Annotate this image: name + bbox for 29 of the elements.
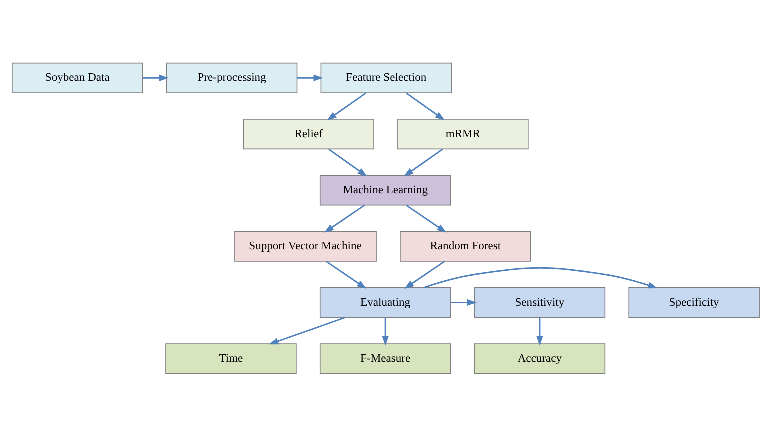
arrow [297, 74, 324, 82]
node-box: Machine Learning [320, 175, 452, 206]
node-box: Feature Selection [320, 62, 452, 94]
arrow [404, 260, 446, 290]
node-box: Evaluating [320, 287, 452, 318]
arrow [406, 204, 447, 233]
node-box: Pre-processing [166, 62, 298, 94]
arrow [328, 148, 368, 177]
node-box: Sensitivity [474, 287, 606, 318]
node-box: Accuracy [474, 344, 606, 374]
node-box: Time [166, 344, 297, 374]
node-box: Specificity [628, 287, 760, 318]
node-box: Support Vector Machine [234, 231, 377, 262]
arrow [382, 318, 389, 346]
arrow [143, 74, 169, 82]
node-box: mRMR [398, 119, 529, 150]
arrow [406, 92, 445, 121]
node-box: Soybean Data [12, 62, 144, 94]
arrow [536, 318, 544, 346]
arrow [327, 92, 366, 121]
arrow [269, 317, 346, 345]
node-box: Relief [243, 119, 374, 150]
arrow [324, 204, 366, 233]
arrow [326, 260, 367, 290]
node-box: Random Forest [400, 231, 532, 262]
node-box: F-Measure [320, 344, 452, 374]
arrow [404, 148, 444, 177]
arrow [424, 267, 658, 289]
arrow [451, 299, 477, 306]
